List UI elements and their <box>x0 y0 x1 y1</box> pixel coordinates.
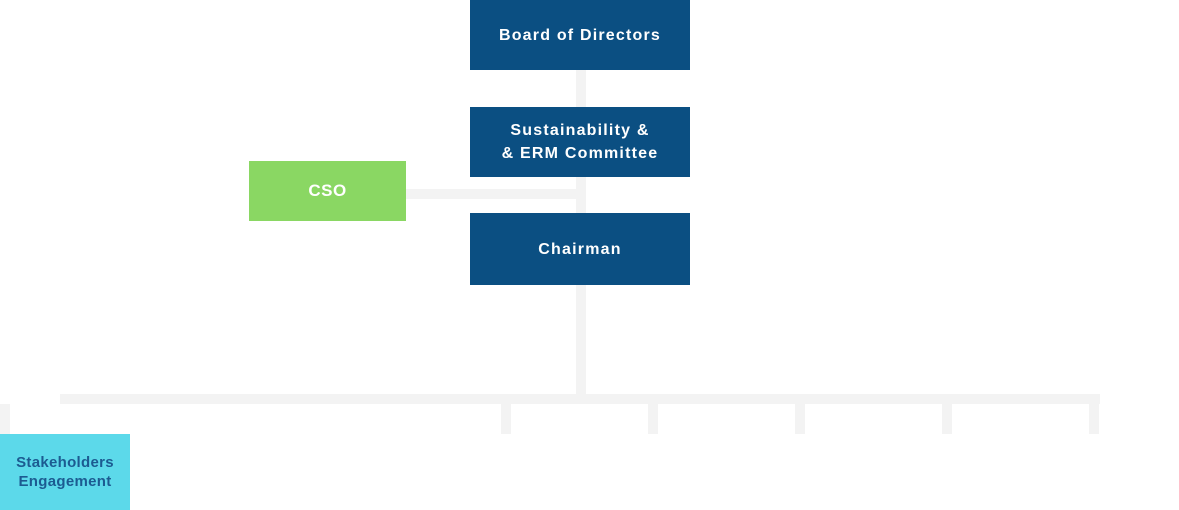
node-cso: CSO <box>249 161 406 221</box>
department-stub-line <box>942 404 952 434</box>
department-stub-line <box>648 404 658 434</box>
node-label: Chairman <box>538 240 622 258</box>
node-board-of-directors: Board of Directors <box>470 0 690 70</box>
department-stub-line <box>501 404 511 434</box>
node-label: Stakeholders Engagement <box>16 454 114 490</box>
node-stakeholders-engagement: Stakeholders Engagement <box>0 434 130 510</box>
department-stub-line <box>795 404 805 434</box>
node-chairman: Chairman <box>470 213 690 285</box>
node-label: Board of Directors <box>498 26 662 44</box>
node-label: CSO <box>308 181 347 200</box>
node-sustainability-erm-committee: Sustainability & & ERM Committee <box>470 107 690 177</box>
department-stub-line <box>0 404 10 434</box>
cso-connector-line <box>406 189 576 199</box>
node-label: Sustainability & & ERM Committee <box>501 122 659 162</box>
department-stub-line <box>1089 404 1099 434</box>
departments-rail-line <box>60 394 1100 404</box>
